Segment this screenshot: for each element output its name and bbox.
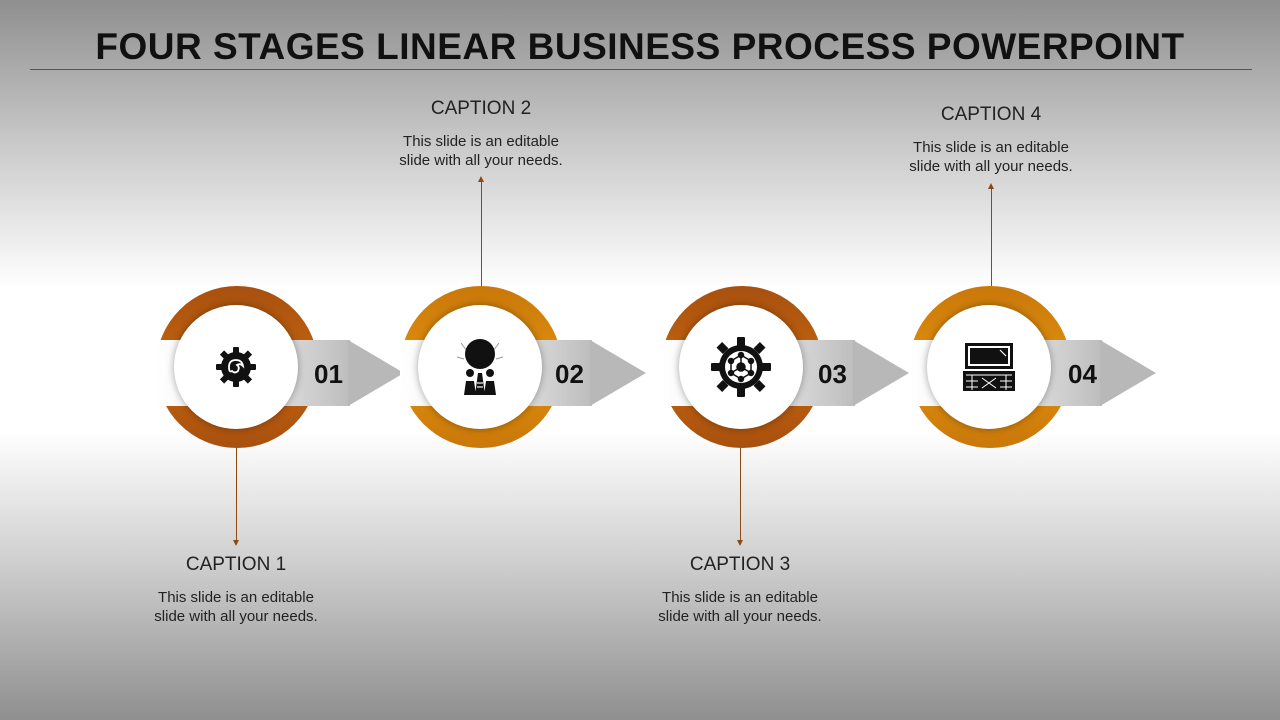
caption-4-body-line1: This slide is an editable [913, 139, 1069, 156]
page-title: FOUR STAGES LINEAR BUSINESS PROCESS POWE… [95, 26, 1185, 67]
caption-2-body: This slide is an editable slide with all… [361, 132, 601, 170]
gear-brain-icon [216, 347, 256, 387]
caption-1-body-line1: This slide is an editable [158, 589, 314, 606]
caption-1: CAPTION 1 This slide is an editable slid… [116, 554, 356, 626]
caption-3-body-line1: This slide is an editable [662, 589, 818, 606]
title-divider [30, 69, 1252, 70]
stage-1-arrow-tip [348, 340, 404, 406]
stage-2-number: 02 [555, 359, 584, 389]
caption-3-title: CAPTION 3 [689, 554, 791, 575]
caption-1-body: This slide is an editable slide with all… [116, 588, 356, 626]
stage-4-number: 04 [1068, 359, 1097, 389]
caption-2-body-line1: This slide is an editable [403, 133, 559, 150]
caption-2-body-line2: slide with all your needs. [399, 152, 563, 169]
caption-4: CAPTION 4 This slide is an editable slid… [871, 104, 1111, 176]
stage-4-circle [927, 305, 1051, 429]
caption-3-body-line2: slide with all your needs. [658, 608, 822, 625]
connector-arrowhead-3 [737, 540, 743, 546]
stage-1-circle [174, 305, 298, 429]
stage-4-arrow-tip [1100, 340, 1156, 406]
stage-3-number: 03 [818, 359, 847, 389]
stage-1-number: 01 [314, 359, 343, 389]
gear-network-icon [711, 337, 771, 397]
stage-3-circle [679, 305, 803, 429]
connector-line-4 [991, 189, 992, 286]
laptop-window-icon [963, 343, 1015, 391]
connector-arrowhead-1 [233, 540, 239, 546]
caption-3-body: This slide is an editable slide with all… [620, 588, 860, 626]
caption-4-body: This slide is an editable slide with all… [871, 138, 1111, 176]
caption-1-body-line2: slide with all your needs. [154, 608, 318, 625]
caption-2-title: CAPTION 2 [430, 98, 532, 119]
caption-4-body-line2: slide with all your needs. [909, 158, 1073, 175]
caption-4-title: CAPTION 4 [940, 104, 1042, 125]
connector-arrowhead-4 [988, 183, 994, 189]
connector-line-2 [481, 182, 482, 286]
caption-1-title: CAPTION 1 [185, 554, 287, 575]
connector-arrowhead-2 [478, 176, 484, 182]
stage-2-circle [418, 305, 542, 429]
caption-2: CAPTION 2 This slide is an editable slid… [361, 98, 601, 170]
connector-line-1 [236, 448, 237, 540]
connector-line-3 [740, 448, 741, 540]
stage-2-arrow-tip [590, 340, 646, 406]
presenter-audience-icon [456, 339, 504, 395]
stage-3-arrow-tip [853, 340, 909, 406]
caption-3: CAPTION 3 This slide is an editable slid… [620, 554, 860, 626]
